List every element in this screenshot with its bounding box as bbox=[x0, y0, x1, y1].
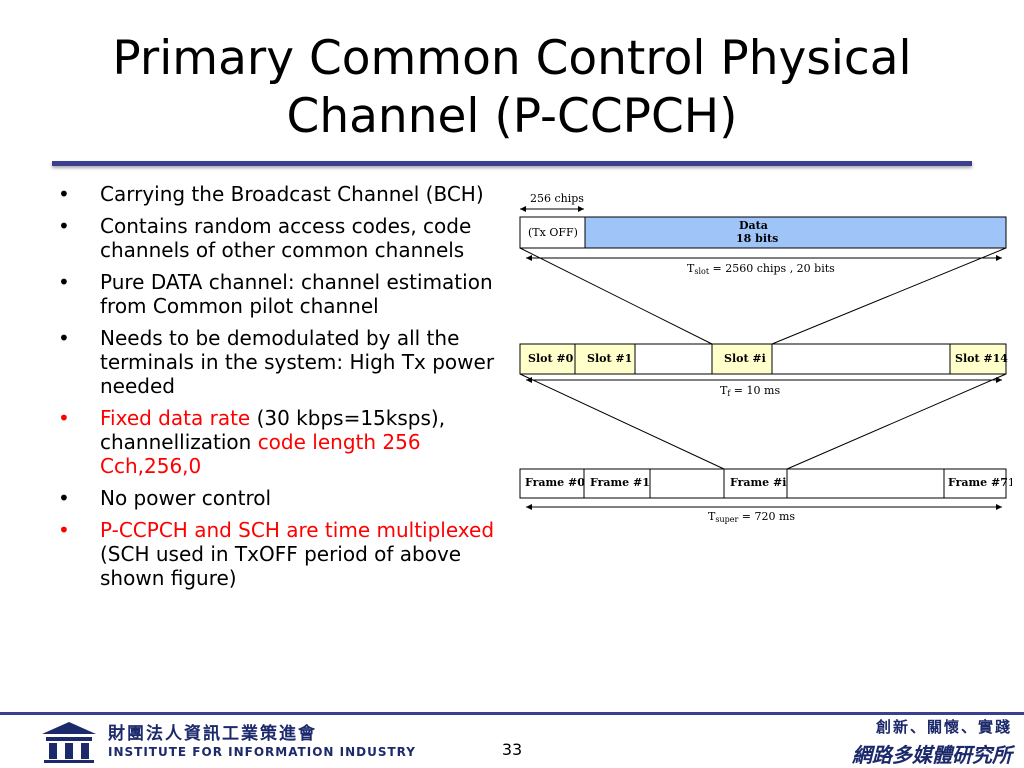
bullet-dot: • bbox=[58, 406, 70, 430]
slide-title: Primary Common Control Physical Channel … bbox=[0, 30, 1024, 146]
institute-name-english: INSTITUTE FOR INFORMATION INDUSTRY bbox=[108, 745, 416, 759]
data-field bbox=[584, 216, 1007, 249]
footer-department: 網路多媒體研究所 bbox=[852, 743, 1012, 767]
bullet-item: • Needs to be demodulated by all the term… bbox=[58, 326, 508, 398]
slot-i-box bbox=[711, 343, 773, 375]
bullet-text: No power control bbox=[100, 486, 272, 510]
bullet-text: Needs to be demodulated by all the termi… bbox=[100, 326, 495, 398]
bullet-dot: • bbox=[58, 182, 70, 206]
footer-divider bbox=[0, 712, 1024, 715]
tslot-arrow-right-head bbox=[996, 255, 1002, 261]
iii-logo-icon bbox=[42, 722, 96, 763]
expand-line-right-upper bbox=[771, 247, 1007, 345]
page-number: 33 bbox=[501, 740, 523, 759]
bullet-item: • Carrying the Broadcast Channel (BCH) bbox=[58, 182, 508, 206]
bullet-item: • Fixed data rate (30 kbps=15ksps), chann… bbox=[58, 406, 508, 478]
bullet-list: • Carrying the Broadcast Channel (BCH) • Co… bbox=[58, 182, 508, 598]
title-divider bbox=[52, 161, 972, 166]
chips-arrow-left-head bbox=[520, 206, 526, 212]
frame-1-label: Frame #1 bbox=[590, 476, 650, 489]
bullet-text: Carrying the Broadcast Channel (BCH) bbox=[100, 182, 484, 206]
tsuper-arrow-left-head bbox=[526, 504, 532, 510]
tsuper-arrow-right-head bbox=[996, 504, 1002, 510]
slot-1-label: Slot #1 bbox=[587, 352, 632, 365]
bullet-item: • No power control bbox=[58, 486, 508, 510]
bullet-item: • Pure DATA channel: channel estimation f… bbox=[58, 270, 508, 318]
bullet-text: Contains random access codes, code chann… bbox=[100, 214, 472, 262]
chips-label: 256 chips bbox=[530, 192, 584, 205]
footer-motto: 創新、關懷、實踐 bbox=[875, 718, 1012, 736]
slot-1-box bbox=[574, 343, 636, 375]
slot-i-label: Slot #i bbox=[724, 352, 766, 365]
expand-line-right-lower bbox=[786, 373, 1007, 470]
slide-title-line2: Channel (P-CCPCH) bbox=[286, 89, 738, 144]
data-bits-label: 18 bits bbox=[736, 232, 778, 245]
bullet-dot: • bbox=[58, 270, 70, 294]
frame-0-box bbox=[519, 468, 585, 499]
txoff-label: (Tx OFF) bbox=[528, 226, 578, 239]
bullet-text-highlight: P-CCPCH and SCH are time multiplexed bbox=[100, 518, 495, 542]
frame-1-box bbox=[583, 468, 651, 499]
frame-71-label: Frame #71 bbox=[948, 476, 1012, 489]
bullet-text: (SCH used in TxOFF period of above shown… bbox=[100, 542, 462, 590]
frame-0-label: Frame #0 bbox=[525, 476, 585, 489]
bullet-text: Pure DATA channel: channel estimation fr… bbox=[100, 270, 493, 318]
tsuper-label: Tsuper = 720 ms bbox=[708, 510, 795, 524]
bullet-text-highlight: code length 256 Cch,256,0 bbox=[100, 430, 421, 478]
bullet-dot: • bbox=[58, 486, 70, 510]
slide-title-line1: Primary Common Control Physical bbox=[112, 31, 912, 86]
bullet-dot: • bbox=[58, 214, 70, 238]
bullet-dot: • bbox=[58, 326, 70, 350]
slot-0-label: Slot #0 bbox=[528, 352, 574, 365]
chips-arrow-right-head bbox=[578, 206, 584, 212]
frame-i-box bbox=[723, 468, 788, 499]
slot-14-label: Slot #14 bbox=[955, 352, 1008, 365]
institute-name-chinese: 財團法人資訊工業策進會 bbox=[108, 724, 317, 744]
slot-0-box bbox=[519, 343, 576, 375]
bullet-text-highlight: Fixed data rate bbox=[100, 406, 251, 430]
frame-i-label: Frame #i bbox=[730, 476, 786, 489]
tf-arrow-right-head bbox=[996, 377, 1002, 383]
bullet-dot: • bbox=[58, 518, 70, 542]
tslot-label: Tslot = 2560 chips , 20 bits bbox=[687, 262, 835, 276]
data-label: Data bbox=[739, 219, 768, 232]
bullet-text: (30 kbps=15ksps), channellization bbox=[100, 406, 446, 454]
pccpch-frame-structure-diagram: 256 chips (Tx OFF) Data 18 bits Tslot = … bbox=[519, 192, 1012, 524]
frame-71-box bbox=[943, 468, 1007, 499]
bullet-item: • Contains random access codes, code chan… bbox=[58, 214, 508, 262]
expand-line-left-lower bbox=[519, 373, 725, 470]
bullet-item: • P-CCPCH and SCH are time multiplexed (S… bbox=[58, 518, 508, 590]
slot-14-box bbox=[949, 343, 1007, 375]
expand-line-left-upper bbox=[519, 247, 713, 345]
tslot-arrow-left-head bbox=[526, 255, 532, 261]
tf-label: Tf = 10 ms bbox=[720, 384, 780, 398]
